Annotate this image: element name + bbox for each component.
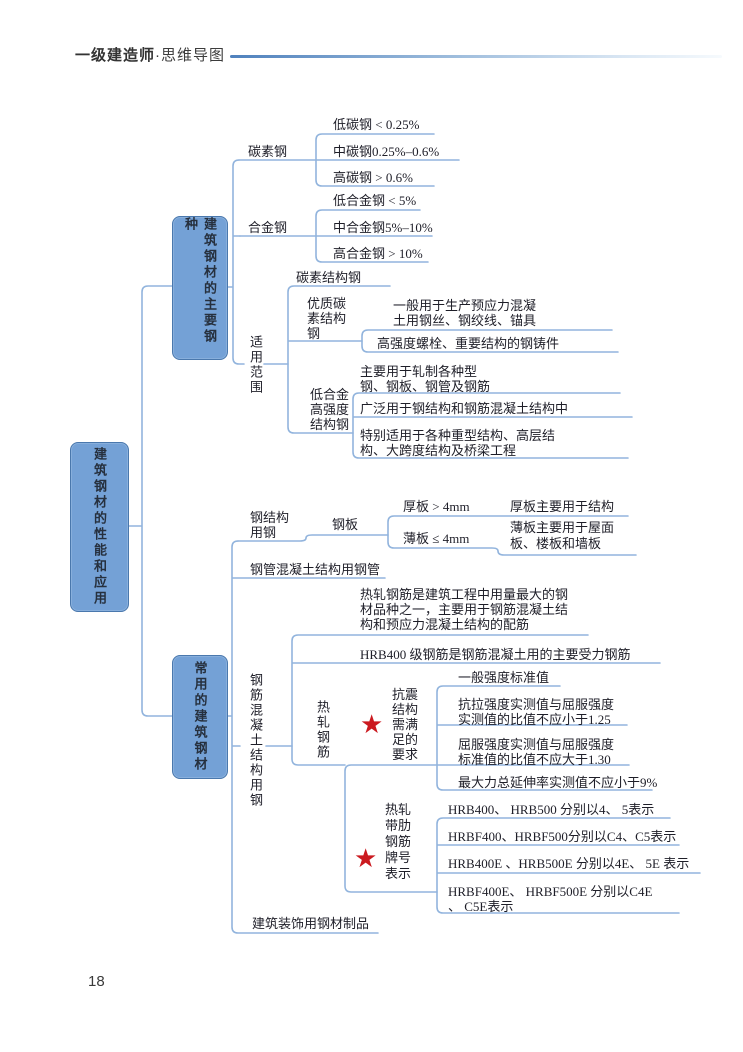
steel-struct-line: [237, 534, 389, 542]
node-hrbe-grades: HRB400E 、HRB500E 分别以4E、 5E 表示: [448, 856, 690, 871]
node-seismic-requirements: 结构: [392, 702, 419, 717]
node-hot-rolled-desc: 材品种之一，主要用于钢筋混凝土结: [360, 602, 569, 617]
node-ribbed-grade-marking: 钢筋: [385, 834, 412, 849]
node-hrbfe-grades: 、 C5E表示: [448, 899, 514, 914]
node-carbon-steel: 碳素钢: [248, 144, 288, 159]
node-low-alloy-high-strength: 结构钢: [310, 417, 350, 432]
seismic-bracket: [436, 685, 653, 791]
node-seismic-requirements: 抗震: [392, 687, 419, 702]
node-thin-plate-use: 薄板主要用于屋面: [510, 520, 615, 535]
node-quality-carbon-steel: 素结构: [307, 311, 347, 326]
scope-bracket: [287, 285, 391, 434]
star-icon: ★: [360, 710, 384, 740]
grades-bracket: [436, 817, 701, 914]
node-main-steel-types-label: 建筑钢材的主要钢种: [183, 217, 217, 345]
node-alloy-steel: 合金钢: [248, 220, 288, 235]
node-lowalloy-use-heavy: 特别适用于各种重型结构、高层结: [360, 428, 556, 443]
node-low-alloy-high-strength: 高强度: [310, 402, 350, 417]
node-steel-structure: 用钢: [250, 525, 277, 540]
node-hot-rolled-rebar: 热轧钢筋: [315, 700, 330, 760]
node-steel-structure: 钢结构: [250, 510, 290, 525]
header-title-bold: 一级建造师: [75, 47, 156, 64]
node-steel-plate: 钢板: [332, 517, 359, 532]
node-quality-use-prestressed: 一般用于生产预应力混凝: [393, 298, 537, 313]
header-divider-line: [230, 55, 722, 58]
node-quality-carbon-steel: 优质碳: [307, 296, 347, 311]
node-thick-plate: 厚板 > 4mm: [403, 499, 470, 514]
node-quality-use-bolts: 高强度螺栓、重要结构的钢铸件: [377, 336, 560, 351]
page-header: 一级建造师·思维导图: [75, 44, 225, 65]
node-hot-rolled-desc: 构和预应力混凝土结构的配筋: [360, 617, 530, 632]
node-lowalloy-use-rolled: 主要用于轧制各种型: [360, 364, 478, 379]
node-thin-plate: 薄板 ≤ 4mm: [403, 531, 470, 546]
node-hrbfe-grades: HRBF400E、 HRBF500E 分别以C4E: [448, 884, 653, 899]
node-quality-use-prestressed: 土用钢丝、钢绞线、锚具: [393, 313, 537, 328]
node-ribbed-grade-marking: 表示: [385, 866, 412, 881]
node-hrbf-grades: HRBF400、HRBF500分别以C4、C5表示: [448, 829, 677, 844]
rebar-bracket: [291, 634, 661, 766]
node-lowalloy-use-rolled: 钢、钢板、钢管及钢筋: [360, 379, 491, 394]
page-number: 18: [88, 973, 105, 990]
node-lowalloy-use-heavy: 构、大跨度结构及桥梁工程: [360, 443, 517, 458]
node-common-steel-label: 常用的建筑钢材: [192, 661, 208, 773]
node-ribbed-grade-marking: 牌号: [385, 850, 412, 865]
node-ribbed-grade-marking: 带肋: [385, 818, 412, 833]
alloy-bracket: [239, 209, 433, 263]
node-seismic-requirements: 需满: [392, 717, 419, 732]
node-tensile-ratio: 实测值的比值不应小于1.25: [458, 712, 611, 727]
b2-trunk: [225, 540, 386, 934]
node-steel-pipe-concrete: 钢管混凝土结构用钢管: [250, 562, 381, 577]
node-thin-plate-use: 板、楼板和墙板: [510, 536, 602, 551]
header-title-rest: ·思维导图: [155, 47, 226, 64]
node-low-carbon: 低碳钢 < 0.25%: [333, 117, 420, 132]
node-high-carbon: 高碳钢 > 0.6%: [333, 170, 413, 185]
node-thick-plate-use: 厚板主要用于结构: [510, 499, 615, 514]
node-mid-alloy: 中合金钢5%–10%: [333, 220, 433, 235]
node-yield-ratio: 屈服强度实测值与屈服强度: [458, 737, 615, 752]
node-decorative-steel: 建筑装饰用钢材制品: [252, 916, 370, 931]
node-quality-carbon-steel: 钢: [307, 326, 321, 341]
node-hrb-grades: HRB400、 HRB500 分别以4、 5表示: [448, 802, 655, 817]
node-hrb400-main: HRB400 级钢筋是钢筋混凝土用的主要受力钢筋: [360, 647, 631, 662]
node-low-alloy: 低合金钢 < 5%: [333, 193, 417, 208]
node-lowalloy-use-widely: 广泛用于钢结构和钢筋混凝土结构中: [360, 401, 569, 416]
node-carbon-structural-steel: 碳素结构钢: [296, 270, 362, 285]
node-reinforced-concrete-steel: 钢筋混凝土结构用钢: [248, 673, 263, 808]
node-seismic-requirements: 要求: [392, 747, 419, 762]
node-yield-ratio: 标准值的比值不应大于1.30: [458, 752, 611, 767]
node-root-label: 建筑钢材的性能和应用: [92, 447, 107, 607]
node-high-alloy: 高合金钢 > 10%: [333, 246, 423, 261]
plate-bracket: [387, 515, 637, 556]
node-elongation: 最大力总延伸率实测值不应小于9%: [458, 775, 658, 790]
node-tensile-ratio: 抗拉强度实测值与屈服强度: [458, 697, 615, 712]
star-icon: ★: [354, 844, 378, 874]
node-seismic-requirements: 足的: [392, 732, 419, 747]
node-ribbed-grade-marking: 热轧: [385, 802, 412, 817]
node-root: 建筑钢材的性能和应用: [70, 442, 129, 612]
node-main-steel-types: 建筑钢材的主要钢种: [172, 216, 228, 360]
hot-bracket: [344, 764, 438, 893]
carbon-bracket: [238, 133, 460, 187]
node-common-steel: 常用的建筑钢材: [172, 655, 228, 779]
root-trunk: [126, 285, 173, 717]
node-general-strength: 一般强度标准值: [458, 670, 550, 685]
node-hot-rolled-desc: 热轧钢筋是建筑工程中用量最大的钢: [360, 587, 569, 602]
node-mid-carbon: 中碳钢0.25%–0.6%: [333, 144, 440, 159]
node-scope: 适用范围: [248, 335, 263, 395]
node-low-alloy-high-strength: 低合金: [310, 387, 350, 402]
b1-trunk: [225, 159, 289, 365]
lowalloy-bracket: [352, 392, 633, 459]
quality-bracket: [361, 329, 619, 353]
